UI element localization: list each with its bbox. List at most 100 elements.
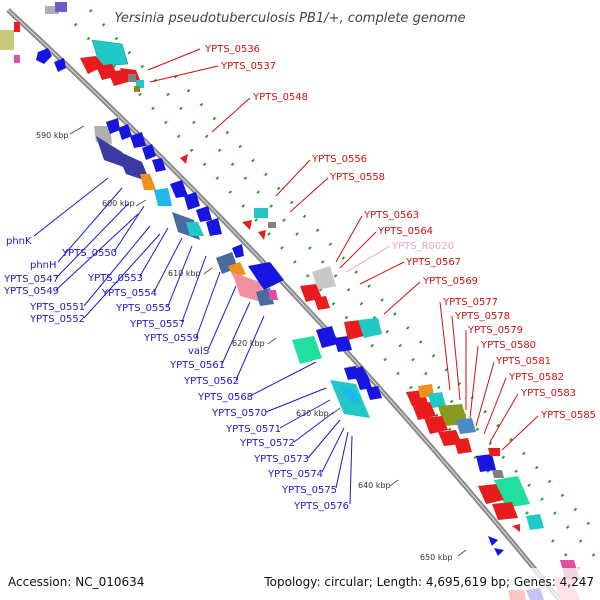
scale-tick: [267, 337, 277, 345]
scale-label: 630 kbp: [296, 409, 329, 418]
gene-cluster-0557: [216, 252, 352, 364]
gene-label: YPTS_0553: [87, 273, 143, 284]
scale-tick: [389, 479, 399, 487]
gene-arrow: [494, 548, 504, 556]
gene-label: YPTS_0568: [197, 392, 253, 403]
gene-box: [91, 39, 129, 67]
gc-track-outer: [173, 74, 600, 538]
gene-arrow: [242, 220, 252, 230]
gene-label: YPTS_0564: [377, 226, 433, 237]
gene-arrow: [14, 22, 20, 32]
gene-label: YPTS_0577: [442, 297, 498, 308]
gene-cluster-0536: [80, 39, 188, 164]
gene-arrow: [184, 192, 200, 210]
leader-line: [167, 245, 193, 307]
leader-line: [211, 97, 251, 133]
scale-label: 650 kbp: [420, 553, 453, 562]
reverse-gene-labels: phnK phnH YPTS_0550 YPTS_0547 YPTS_0549 …: [3, 236, 349, 512]
gene-box: [0, 30, 14, 50]
gene-arrow: [232, 244, 244, 258]
scale-label: 620 kbp: [232, 339, 265, 348]
gene-box: [45, 6, 59, 14]
leader-line: [147, 48, 201, 71]
gene-label: YPTS_0569: [422, 276, 478, 287]
gene-arrow: [142, 144, 156, 160]
genome-backbone-highlight: [7, 9, 561, 600]
leader-line: [57, 187, 123, 263]
scale-labels: 590 kbp 600 kbp 610 kbp 620 kbp 630 kbp …: [36, 131, 453, 562]
gene-label: YPTS_0536: [204, 44, 260, 55]
gene-arrow: [196, 206, 212, 222]
gc-track-middle: [88, 8, 600, 564]
gene-arrow: [454, 438, 472, 454]
leader-line: [113, 205, 145, 253]
gene-arrow: [476, 454, 496, 472]
leader-line: [195, 271, 221, 339]
gene-arrow: [170, 180, 188, 198]
gene-label: YPTS_0572: [239, 438, 295, 449]
gene-label: YPTS_0550: [61, 248, 117, 259]
gene-cluster-0569: [344, 318, 428, 406]
leader-line: [275, 159, 311, 197]
leader-line: [249, 361, 317, 397]
leader-line: [383, 281, 421, 315]
gene-label: YPTS_0583: [520, 388, 576, 399]
gene-arrow: [118, 124, 132, 140]
gene-label: YPTS_0548: [252, 92, 308, 103]
gene-box: [14, 55, 20, 63]
scale-tick: [457, 549, 467, 557]
gene-box: [228, 262, 246, 278]
gene-cluster-0556: [242, 208, 336, 310]
gene-label: YPTS_0555: [115, 303, 171, 314]
gene-label: YPTS_0573: [253, 454, 309, 465]
gene-box: [140, 174, 156, 190]
reverse-leader-lines: [33, 177, 353, 505]
scale-tick: [69, 125, 85, 135]
gene-label: YPTS_0575: [281, 485, 337, 496]
accession-label: Accession: NC_010634: [8, 575, 144, 589]
gene-label: YPTS_0571: [225, 424, 281, 435]
gene-box: [154, 188, 172, 206]
leader-line: [451, 315, 461, 401]
leader-line: [33, 177, 109, 237]
map-title: Yersinia pseudotuberculosis PB1/+, compl…: [114, 11, 465, 26]
leader-line: [235, 315, 265, 381]
gene-arrow: [314, 296, 330, 310]
leader-line: [149, 65, 219, 83]
gene-box: [312, 266, 336, 290]
gene-label: YPTS_0580: [480, 340, 536, 351]
gene-box: [134, 86, 140, 92]
gene-label: YPTS_0549: [3, 286, 59, 297]
leader-line: [181, 255, 207, 323]
gene-label: YPTS_0557: [129, 319, 185, 330]
leader-line: [339, 231, 377, 269]
gene-arrow: [80, 56, 104, 74]
scale-label: 600 kbp: [102, 199, 135, 208]
gene-label: YPTS_0561: [169, 360, 225, 371]
gene-label: YPTS_0585: [540, 410, 596, 421]
gene-label: YPTS_0556: [311, 154, 367, 165]
gene-arrow: [54, 58, 66, 72]
gene-arrow: [352, 366, 368, 380]
rna-gene-label: YPTS_R0020: [391, 241, 454, 252]
leader-line: [55, 213, 139, 291]
forward-gene-labels: YPTS_0536 YPTS_0537 YPTS_0548 YPTS_0556 …: [204, 44, 596, 421]
gene-arrow: [366, 386, 382, 400]
gene-arrow: [248, 262, 284, 290]
gene-arrow: [316, 326, 338, 348]
gene-arrow: [130, 132, 146, 148]
gene-box: [268, 222, 276, 228]
gene-box: [456, 418, 476, 434]
gene-box: [526, 514, 544, 530]
gene-label: YPTS_0581: [495, 356, 551, 367]
leader-line: [483, 377, 507, 435]
scale-label: 590 kbp: [36, 131, 69, 140]
gene-label: YPTS_0578: [454, 311, 510, 322]
gene-arrow: [488, 448, 500, 456]
leader-line: [475, 361, 495, 427]
gene-arrow: [512, 524, 520, 532]
gene-arrow: [356, 376, 372, 390]
gene-label: phnH: [30, 260, 57, 271]
gene-box: [55, 2, 67, 12]
